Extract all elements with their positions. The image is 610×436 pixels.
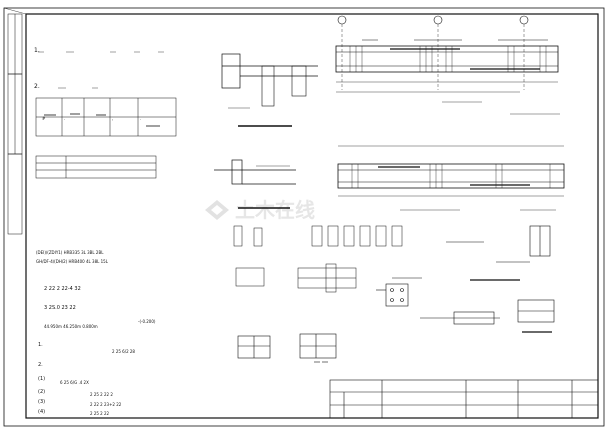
box-label-3: , bbox=[112, 116, 113, 121]
box-label-1: # bbox=[42, 116, 46, 121]
box-note: 2 25 6/2 28 bbox=[112, 349, 135, 354]
binding-margin bbox=[7, 13, 23, 235]
spec-row-2: GH/DF-4/(DH/2) HRB400 4L 38L 15L bbox=[36, 259, 109, 264]
detail-right-1 bbox=[446, 225, 551, 281]
spec-row-1: (DEI)/(ZDIY1) HRB335 3L 3BL 2BL bbox=[36, 250, 104, 255]
box-label-2: . bbox=[64, 116, 65, 121]
dims-a: 6 25 6/G .4 2X bbox=[60, 380, 89, 385]
detail-right-2 bbox=[376, 283, 555, 333]
numbered-3: (1) bbox=[38, 376, 45, 382]
line-d: 44.950m 46.250m 0.800m bbox=[44, 324, 98, 329]
box-label-4: . bbox=[140, 116, 141, 121]
dims-d: 2 25 2 22 bbox=[90, 411, 110, 416]
numbered-2: 2. bbox=[38, 362, 43, 368]
numbered-5: (3) bbox=[38, 399, 45, 405]
beam-2-stirrups bbox=[351, 164, 551, 188]
column-boxes bbox=[35, 97, 177, 137]
line-a: 2 22 2 22-4 32 bbox=[44, 286, 81, 292]
joint-detail-top bbox=[221, 53, 318, 127]
title-block bbox=[329, 379, 599, 419]
numbered-1: 1. bbox=[38, 342, 43, 348]
joint-detail-mid bbox=[214, 159, 296, 209]
line-b: 3 2S.0 23 22 bbox=[44, 305, 76, 311]
beam-elevation-1 bbox=[335, 15, 560, 115]
notes-left: 1. 2. bbox=[34, 47, 164, 90]
note-2: 2. bbox=[34, 83, 40, 90]
inner-frame bbox=[25, 13, 599, 419]
dims-b: 2 25 2 22 2 bbox=[90, 392, 113, 397]
detail-lower-mid bbox=[237, 333, 337, 363]
small-table bbox=[35, 155, 157, 179]
sheet-border bbox=[3, 7, 605, 427]
section-sketches bbox=[233, 225, 422, 293]
svg-text:土木在线: 土木在线 bbox=[235, 198, 315, 222]
numbered-6: (4) bbox=[38, 409, 45, 415]
numbered-4: (2) bbox=[38, 389, 45, 395]
beam-elevation-2 bbox=[337, 145, 565, 211]
beam-1-stirrups bbox=[349, 46, 547, 72]
note-1: 1. bbox=[34, 47, 40, 54]
line-c: -(-0.200) bbox=[138, 319, 156, 324]
watermark: 土木在线 bbox=[205, 198, 315, 222]
dims-c: 2 22 2 23+2 22 bbox=[90, 402, 122, 407]
